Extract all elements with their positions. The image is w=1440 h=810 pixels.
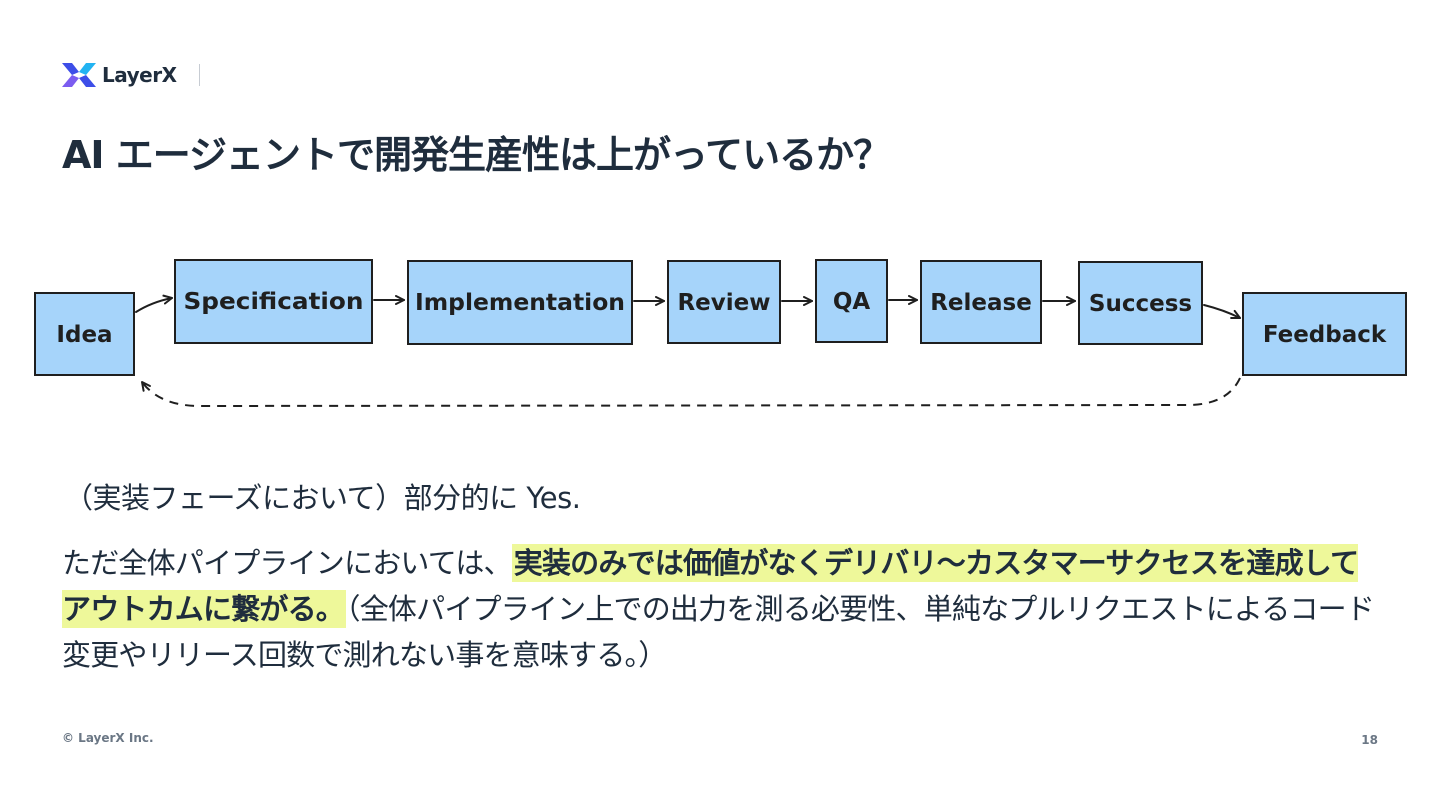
node-specification-label: Specification	[184, 289, 364, 315]
node-review-label: Review	[677, 290, 770, 316]
node-feedback-label: Feedback	[1263, 322, 1387, 348]
para-rest: （全体パイプライン上での出力を測る必要性、単純なプルリクエストによるコード変更や…	[62, 592, 1375, 672]
node-review: Review	[667, 260, 781, 344]
arrow-success-feedback	[1203, 304, 1241, 320]
footer-copyright: © LayerX Inc.	[62, 731, 154, 745]
node-feedback: Feedback	[1242, 292, 1407, 376]
node-release-label: Release	[930, 290, 1032, 316]
logo-divider	[198, 64, 200, 86]
brand-logo: LayerX	[62, 60, 200, 90]
logo-text: LayerX	[102, 63, 177, 87]
slide-title: AI エージェントで開発生産性は上がっているか？	[62, 133, 891, 177]
para-intro: ただ全体パイプラインにおいては、	[62, 546, 513, 580]
arrow-idea-spec	[135, 294, 173, 313]
node-idea: Idea	[34, 292, 135, 376]
answer-text: （実装フェーズにおいて）部分的に Yes.	[64, 481, 581, 515]
node-implementation: Implementation	[407, 260, 633, 345]
node-release: Release	[920, 260, 1042, 344]
feedback-loop-arrow	[141, 377, 1241, 408]
page-number: 18	[1361, 733, 1378, 747]
node-success-label: Success	[1089, 291, 1192, 317]
node-implementation-label: Implementation	[415, 290, 625, 316]
body-paragraph: ただ全体パイプラインにおいては、実装のみでは価値がなくデリバリ〜カスタマーサクセ…	[62, 540, 1378, 678]
node-qa: QA	[815, 259, 888, 343]
node-specification: Specification	[174, 259, 373, 344]
node-qa-label: QA	[833, 289, 871, 315]
node-idea-label: Idea	[56, 322, 112, 348]
node-success: Success	[1078, 261, 1203, 345]
layerx-logo-icon	[62, 63, 96, 87]
